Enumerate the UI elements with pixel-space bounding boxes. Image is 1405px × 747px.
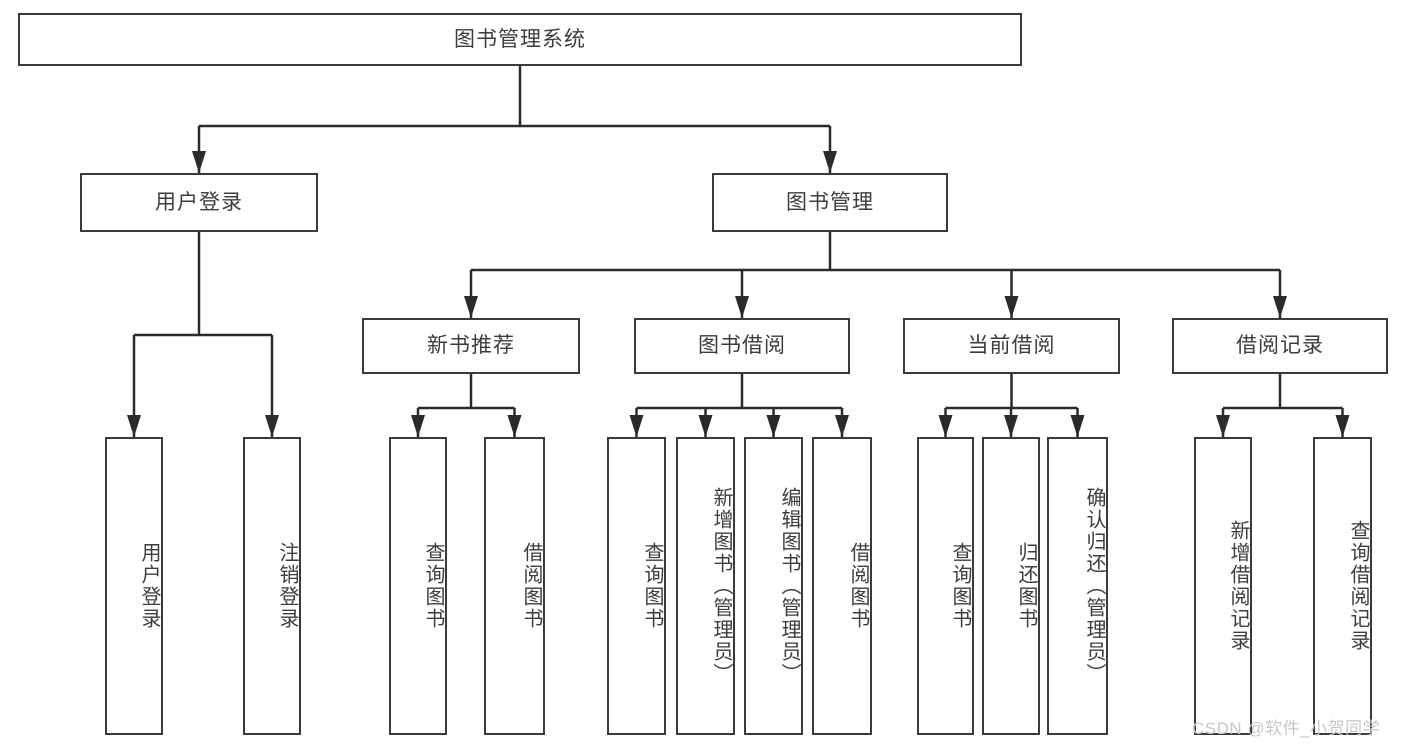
node-leaf-cu-confirm: 确认归还（管理员） <box>1047 437 1108 735</box>
node-label: 图书借阅 <box>698 334 786 358</box>
arrow-head-icon <box>464 296 478 318</box>
node-label: 归还图书 <box>1015 542 1037 630</box>
arrow-head-icon <box>698 415 713 437</box>
node-label: 查询图书 <box>641 542 663 630</box>
node-label: 图书管理系统 <box>454 27 586 51</box>
arrow-head-icon <box>411 415 425 437</box>
node-label: 确认归还（管理员） <box>1083 487 1105 685</box>
node-borrow: 图书借阅 <box>634 318 850 374</box>
node-leaf-bo-edit: 编辑图书（管理员） <box>744 437 803 735</box>
node-label: 注销登录 <box>276 542 298 630</box>
arrow-head-icon <box>1070 415 1085 437</box>
node-leaf-bo-add: 新增图书（管理员） <box>676 437 735 735</box>
arrow-head-icon <box>1335 415 1350 437</box>
node-leaf-user-logout: 注销登录 <box>243 437 301 735</box>
arrow-head-icon <box>1004 296 1019 318</box>
node-root: 图书管理系统 <box>18 13 1022 66</box>
arrow-head-icon <box>823 151 837 173</box>
node-label: 新增图书（管理员） <box>710 487 732 685</box>
node-leaf-re-add: 新增借阅记录 <box>1194 437 1252 735</box>
arrow-head-icon <box>1273 296 1287 318</box>
node-leaf-nb-query: 查询图书 <box>389 437 447 735</box>
arrow-head-icon <box>265 415 279 437</box>
node-label: 编辑图书（管理员） <box>778 487 800 685</box>
arrow-head-icon <box>835 415 849 437</box>
node-leaf-bo-borrow: 借阅图书 <box>812 437 872 735</box>
node-current: 当前借阅 <box>903 318 1120 374</box>
arrow-head-icon <box>1216 415 1230 437</box>
node-label: 用户登录 <box>138 542 160 630</box>
node-label: 借阅记录 <box>1236 334 1324 358</box>
node-leaf-re-query: 查询借阅记录 <box>1313 437 1372 735</box>
node-label: 图书管理 <box>786 190 874 214</box>
node-label: 查询借阅记录 <box>1347 520 1369 652</box>
arrow-head-icon <box>127 415 141 437</box>
node-label: 借阅图书 <box>847 542 869 630</box>
arrow-head-icon <box>766 415 781 437</box>
node-records: 借阅记录 <box>1172 318 1388 374</box>
node-leaf-user-login: 用户登录 <box>105 437 163 735</box>
node-label: 查询图书 <box>422 542 444 630</box>
arrow-head-icon <box>735 296 749 318</box>
node-leaf-nb-borrow: 借阅图书 <box>484 437 545 735</box>
node-label: 借阅图书 <box>520 542 542 630</box>
node-bookmgmt: 图书管理 <box>712 173 948 232</box>
arrow-head-icon <box>507 415 522 437</box>
node-leaf-cu-query: 查询图书 <box>917 437 974 735</box>
arrow-head-icon <box>629 415 644 437</box>
node-label: 查询图书 <box>949 542 971 630</box>
node-label: 用户登录 <box>155 190 243 214</box>
watermark: CSDN @软件_小贺同学 <box>1192 719 1381 738</box>
node-label: 新书推荐 <box>427 334 515 358</box>
arrow-head-icon <box>1004 415 1018 437</box>
node-leaf-cu-return: 归还图书 <box>982 437 1040 735</box>
node-newbook: 新书推荐 <box>362 318 580 374</box>
arrow-head-icon <box>192 151 206 173</box>
arrow-head-icon <box>938 415 953 437</box>
node-leaf-bo-query: 查询图书 <box>607 437 666 735</box>
node-label: 当前借阅 <box>967 334 1056 358</box>
node-label: 新增借阅记录 <box>1227 520 1249 652</box>
node-login: 用户登录 <box>80 173 318 232</box>
